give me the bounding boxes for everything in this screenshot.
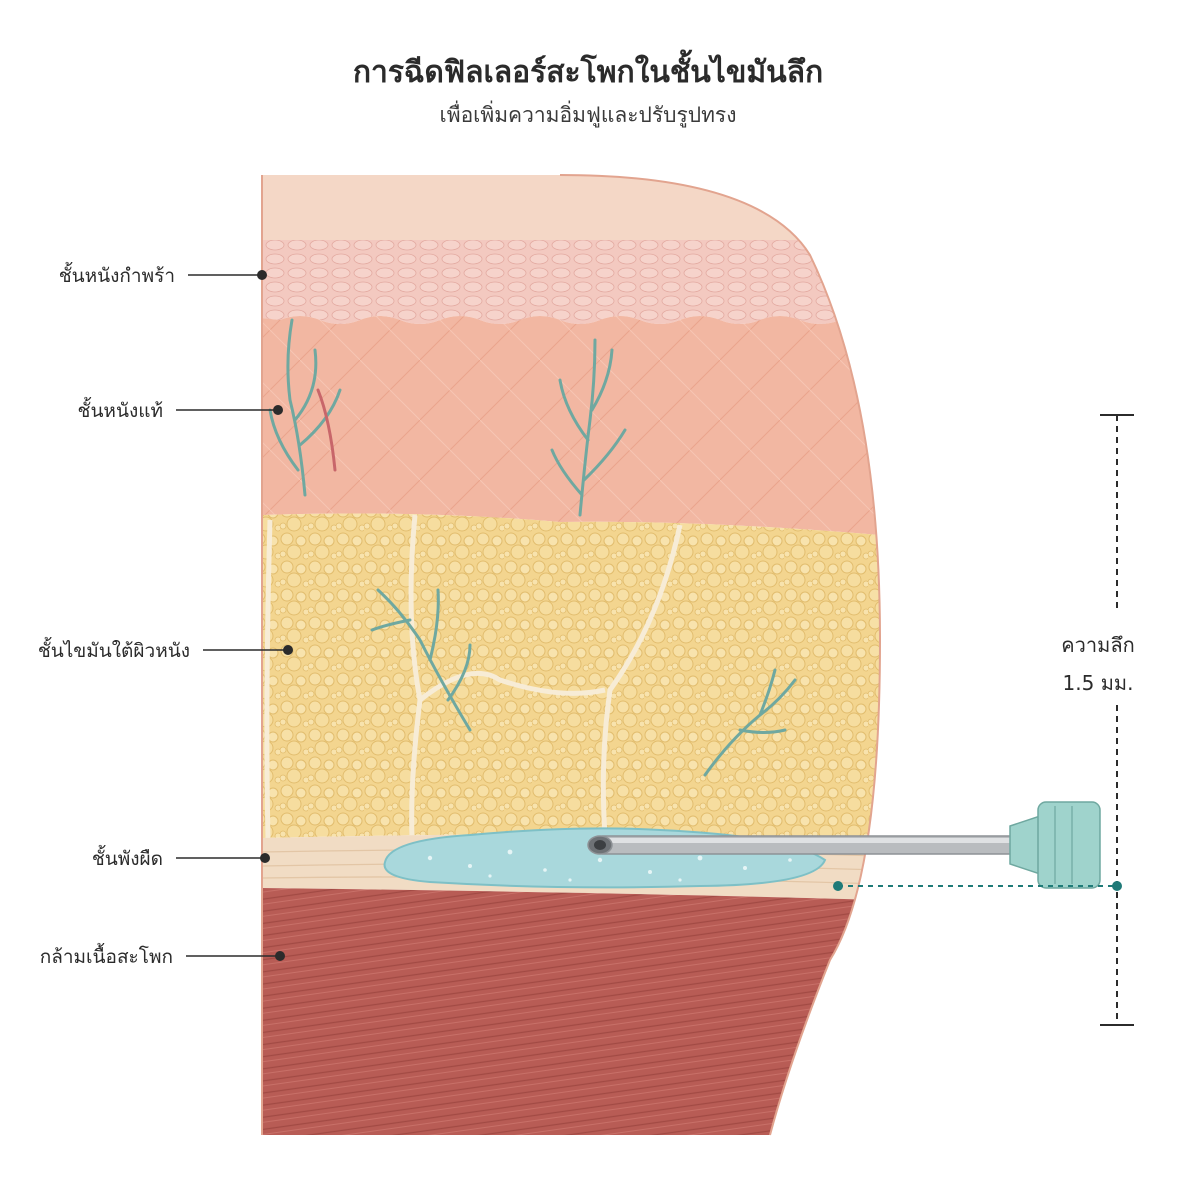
subcutaneous-fat-layer [262,513,880,840]
dermis-layer [262,316,880,535]
fat-vessels [370,588,797,777]
depth-indicator [1100,414,1134,1026]
fat-septa [264,514,683,839]
fat-label: ชั้นไขมันใต้ผิวหนัง [38,637,190,662]
epidermis-layer [262,240,880,324]
layer-label-muscle: กล้ามเนื้อสะโพก [40,943,285,968]
layer-label-fat: ชั้นไขมันใต้ผิวหนัง [38,637,293,662]
layer-label-epidermis: ชั้นหนังกำพร้า [59,262,267,287]
muscle-label: กล้ามเนื้อสะโพก [40,943,173,968]
dermal-vessels [268,318,627,517]
layer-label-fascia: ชั้นพังผืด [92,845,270,870]
depth-marker-end [1112,881,1122,891]
skin-surface [262,175,880,245]
skin-outline [261,174,882,1136]
depth-label-line2: 1.5 มม. [1063,671,1134,695]
filler-particles [427,849,792,882]
diagram-title: การฉีดฟิลเลอร์สะโพกในชั้นไขมันลึก [353,49,823,90]
tissue-cross-section [262,175,880,1135]
depth-marker-start [833,881,843,891]
layer-label-dermis: ชั้นหนังแท้ [78,397,283,422]
fascia-label: ชั้นพังผืด [92,845,163,870]
diagram-subtitle: เพื่อเพิ่มความอิ่มฟูและปรับรูปทรง [440,100,737,128]
dermis-label: ชั้นหนังแท้ [78,397,163,422]
gluteal-muscle-layer [262,888,880,1135]
depth-label-line1: ความลึก [1061,633,1134,657]
syringe-needle [587,801,1101,889]
epidermis-label: ชั้นหนังกำพร้า [59,262,175,287]
